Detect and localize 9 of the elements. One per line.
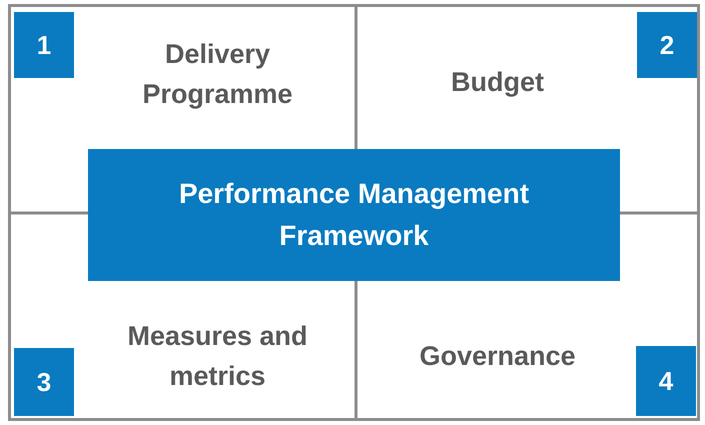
number-badge: 3: [14, 348, 74, 416]
quadrant-label: Budget: [410, 62, 585, 102]
quadrant-label: Governance: [385, 336, 610, 376]
quadrant-label: Delivery Programme: [110, 34, 325, 124]
number-badge: 2: [637, 12, 697, 78]
quadrant-label: Measures and metrics: [110, 316, 325, 406]
number-badge: 1: [14, 12, 74, 78]
number-badge: 4: [636, 346, 696, 416]
center-box: Performance Management Framework: [88, 149, 620, 281]
